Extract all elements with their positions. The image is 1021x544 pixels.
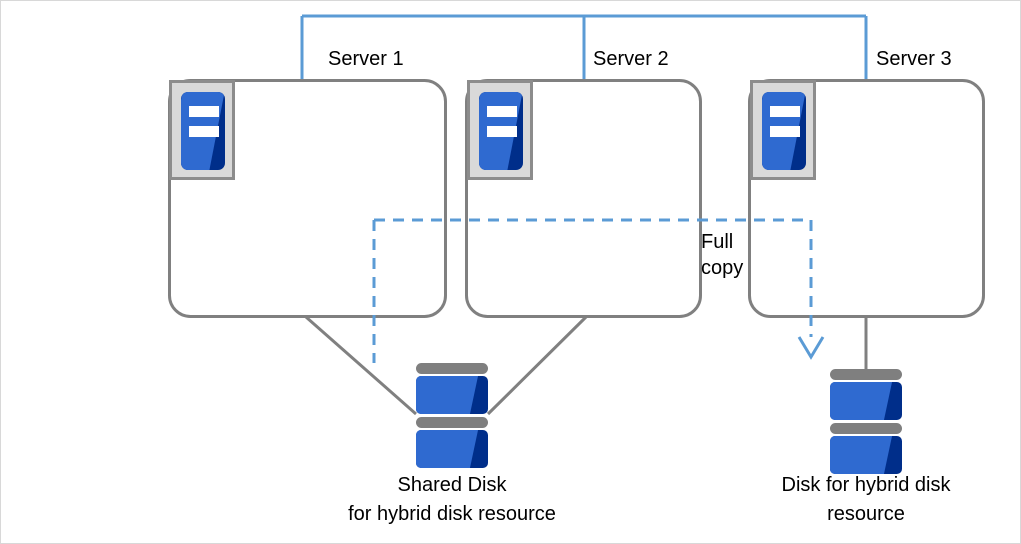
hybrid-disk-caption: Disk for hybrid disk resource [746,471,986,529]
shared-disk-caption: Shared Disk for hybrid disk resource [311,471,593,529]
server-icon-bar-bottom [189,126,219,137]
disk-slab-upper [416,376,488,414]
disk-platter-upper [830,369,902,380]
shared-disk-connectors [305,315,588,416]
disk-platter-lower [830,423,902,434]
disk-slab-lower [416,430,488,468]
hybrid-disk-caption-line2: resource [827,503,905,525]
connector-server-2-to-shared-disk [486,315,588,416]
server-boxes [168,79,985,318]
server-1-label: Server 1 [328,48,404,70]
full-copy-label-line1: Full [701,231,734,253]
server-icon-body [479,92,523,170]
server-icon-body [181,92,225,170]
disk-platter-upper [416,363,488,374]
network-bus [300,14,868,79]
server-icon-bar-bottom [770,126,800,137]
server-chassis-icon-2 [467,80,533,180]
hybrid-disk-caption-line1: Disk for hybrid disk [781,474,951,496]
disk-slab-upper [830,382,902,420]
server-icon-bar-bottom [487,126,517,137]
disk-platter-lower [416,417,488,428]
server-icon-bar-top [189,106,219,117]
server-chassis-icon-3 [750,80,816,180]
shared-disk-caption-line2: for hybrid disk resource [348,503,556,525]
disk-slab-sheen [830,382,893,420]
disk-slab-sheen [830,436,893,474]
server-2-label: Server 2 [593,48,669,70]
server-icon-bar-top [770,106,800,117]
disk-stack-icon-shared[interactable] [416,363,488,468]
shared-disk-caption-line1: Shared Disk [397,474,507,496]
server-icon-body [762,92,806,170]
disk-slab-lower [830,436,902,474]
disk-stack-icon-hybrid[interactable] [830,369,902,474]
server-icon-bar-top [487,106,517,117]
full-copy-label-line2: copy [701,257,744,279]
server-chassis-icon-1 [169,80,235,180]
connector-server-1-to-shared-disk [305,315,417,416]
server-3-label: Server 3 [876,48,952,70]
arrow-down-icon [797,336,825,360]
disk-slab-sheen [416,430,479,468]
full-copy-path [372,218,825,363]
disk-slab-sheen [416,376,479,414]
